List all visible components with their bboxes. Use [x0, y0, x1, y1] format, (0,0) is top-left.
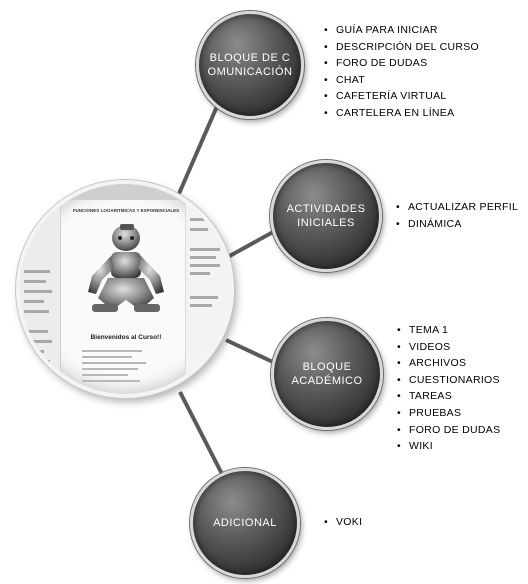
- list-item: CAFETERÍA VIRTUAL: [324, 88, 479, 105]
- list-item: TEMA 1: [397, 322, 500, 339]
- list-comunicacion: GUÍA PARA INICIAR DESCRIPCIÓN DEL CURSO …: [324, 22, 479, 122]
- list-item: PRUEBAS: [397, 405, 500, 422]
- list-actividades: ACTUALIZAR PERFIL DINÁMICA: [396, 199, 518, 232]
- list-item: WIKI: [397, 438, 500, 455]
- connector-actividades: [225, 230, 274, 260]
- node-bloque-comunicacion: BLOQUE DE COMUNICACIÓN: [196, 11, 304, 119]
- list-adicional: VOKI: [324, 514, 362, 531]
- connector-academico: [225, 338, 276, 365]
- list-item: ARCHIVOS: [397, 355, 500, 372]
- connector-adicional: [178, 391, 224, 475]
- robot-image: [88, 224, 164, 312]
- node-label: BLOQUE ACADÉMICO: [291, 361, 363, 387]
- list-item: ACTUALIZAR PERFIL: [396, 199, 518, 216]
- node-bloque-academico: BLOQUE ACADÉMICO: [271, 318, 383, 430]
- list-item: FORO DE DUDAS: [397, 422, 500, 439]
- node-adicional: ADICIONAL: [190, 468, 300, 578]
- node-label: ADICIONAL: [213, 517, 277, 529]
- node-label: ACTIVIDADES INICIALES: [286, 203, 366, 229]
- welcome-text: Bienvenidos al Curso!!: [90, 334, 162, 341]
- node-label: BLOQUE DE COMUNICACIÓN: [207, 52, 293, 78]
- course-screenshot: FUNCIONES LOGARITMICAS Y EXPONENCIALES B…: [16, 180, 234, 398]
- course-title: FUNCIONES LOGARITMICAS Y EXPONENCIALES: [72, 208, 180, 213]
- list-item: DESCRIPCIÓN DEL CURSO: [324, 39, 479, 56]
- list-item: FORO DE DUDAS: [324, 55, 479, 72]
- list-item: CHAT: [324, 72, 479, 89]
- list-item: VIDEOS: [397, 339, 500, 356]
- list-item: CUESTIONARIOS: [397, 372, 500, 389]
- list-academico: TEMA 1 VIDEOS ARCHIVOS CUESTIONARIOS TAR…: [397, 322, 500, 455]
- list-item: CARTELERA EN LÍNEA: [324, 105, 479, 122]
- list-item: TAREAS: [397, 388, 500, 405]
- list-item: GUÍA PARA INICIAR: [324, 22, 479, 39]
- node-actividades-iniciales: ACTIVIDADES INICIALES: [270, 160, 382, 272]
- list-item: DINÁMICA: [396, 216, 518, 233]
- connector-comunicacion: [176, 103, 220, 197]
- list-item: VOKI: [324, 514, 362, 531]
